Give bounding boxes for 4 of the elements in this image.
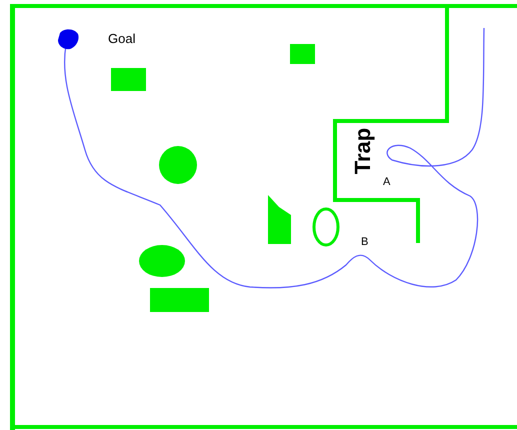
goal-label: Goal [108,32,136,45]
point-label: A [383,177,390,188]
trap-label: Trap [352,128,374,174]
point-label: B [361,237,368,248]
